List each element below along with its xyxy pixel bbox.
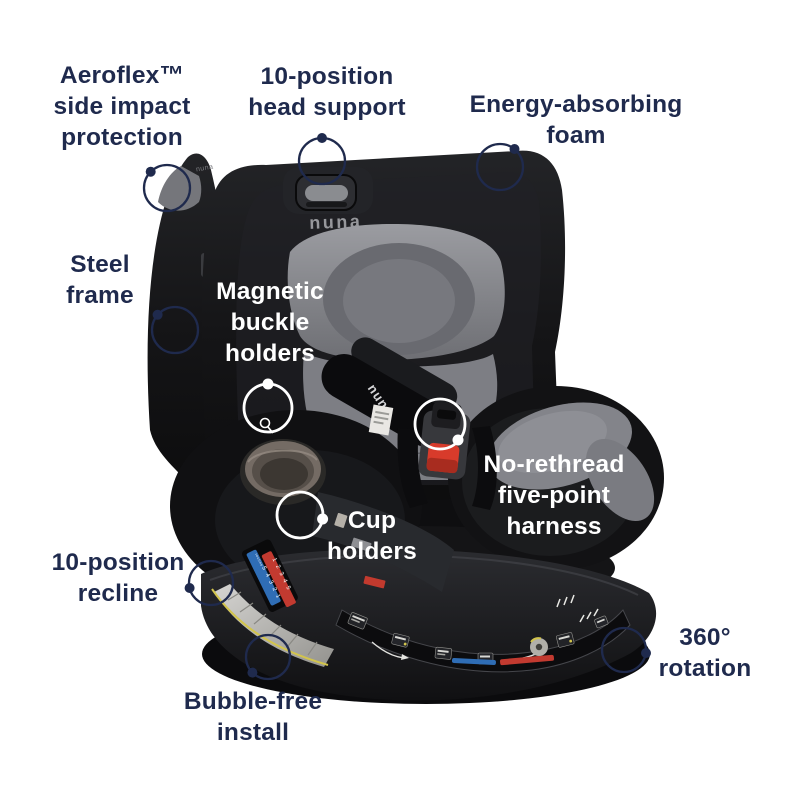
callout-line: install (216, 719, 290, 746)
brand-logo-wing: nuna (195, 164, 214, 174)
callout-rotation-label: 360° rotation (659, 622, 752, 684)
callout-recline-label: 10-position recline (52, 547, 185, 609)
callout-line: holders (327, 538, 417, 565)
callout-line: No-rethread (483, 451, 625, 478)
callout-magnetic-buckle-label: Magnetic buckle holders (216, 276, 324, 369)
callout-energy-foam-label: Energy-absorbing foam (470, 89, 683, 151)
callout-line: 10-position (51, 549, 185, 576)
callout-line: Magnetic (216, 278, 324, 305)
callout-line: Steel (70, 251, 130, 278)
callout-line: frame (66, 282, 134, 309)
recline-word: recline (254, 553, 264, 568)
callout-line: Aeroflex™ (59, 62, 185, 89)
callout-harness-label: No-rethread five-point harness (483, 449, 624, 542)
cup-holder (240, 439, 326, 505)
callout-line: foam (546, 122, 606, 149)
callout-line: Energy-absorbing (469, 91, 683, 118)
care-label-tag (368, 404, 394, 436)
callout-line: head support (248, 94, 406, 121)
warning-label-band (335, 594, 631, 673)
harness-straps (397, 426, 497, 510)
callout-line: five-point (497, 482, 611, 509)
callout-head-support-label: 10-position head support (248, 61, 406, 123)
side-console (312, 492, 454, 592)
callout-bubble-free-label: Bubble-free install (184, 686, 322, 748)
callout-line: buckle (230, 309, 310, 336)
right-bolster (448, 386, 664, 570)
callout-steel-frame-label: Steel frame (66, 249, 134, 311)
callout-line: Bubble-free (183, 688, 323, 715)
callout-line: side impact (53, 93, 191, 120)
callout-cup-holders-label: Cup holders (327, 505, 417, 567)
callout-aeroflex-label: Aeroflex™ side impact protection (54, 60, 191, 153)
callout-line: rotation (658, 655, 752, 682)
callout-line: holders (225, 340, 315, 367)
callout-line: harness (506, 513, 602, 540)
recline-indicator: recline 5 4 3 2 1 1 2 3 4 5 (242, 539, 298, 612)
callout-line: Cup (347, 507, 397, 534)
callout-line: 10-position (260, 63, 394, 90)
callout-line: protection (61, 124, 183, 151)
headrest-insert (287, 224, 505, 360)
carry-handle-slot (295, 174, 357, 211)
callout-line: 360° (679, 624, 731, 651)
callout-line: recline (77, 580, 159, 607)
